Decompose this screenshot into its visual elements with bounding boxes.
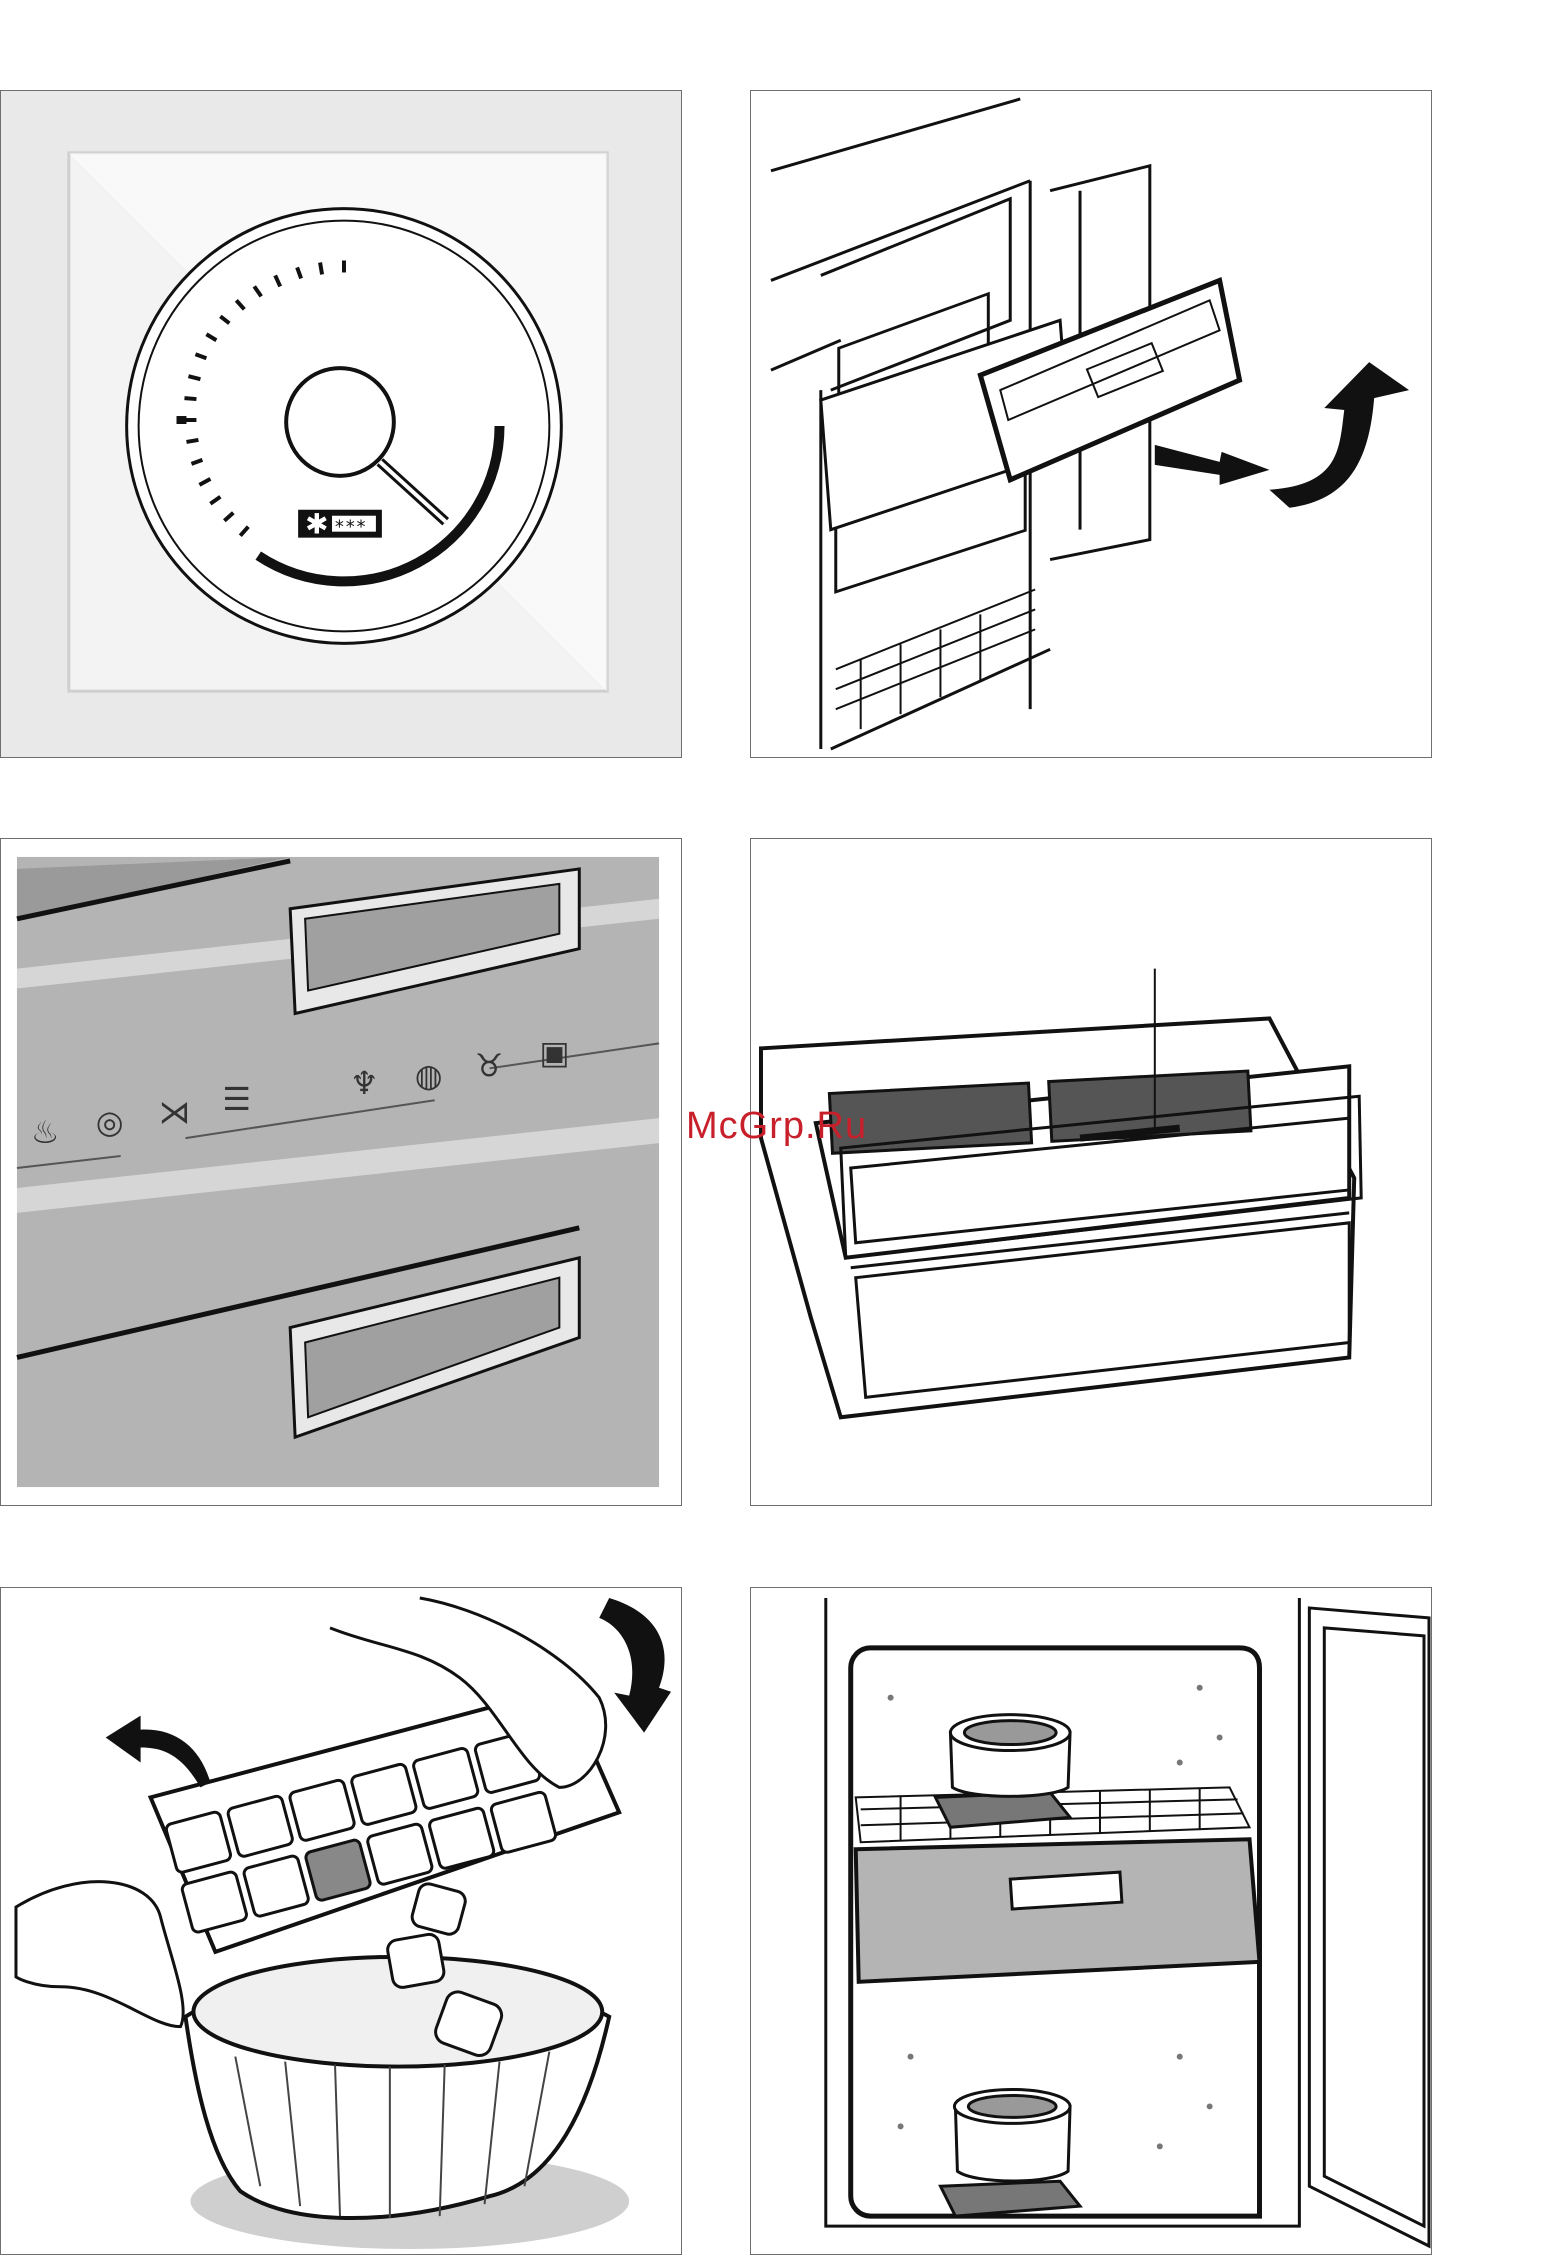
drawer-symbols-illustration: ♨ ◎ ⋊ ☰ ♆ ◍ ♉ ▣: [1, 839, 681, 1505]
pot-upper: [935, 1715, 1070, 1828]
poultry-icon: ♆: [350, 1064, 379, 1102]
drawer-removal-illustration: [751, 91, 1431, 757]
pot-icon: ♨: [31, 1113, 60, 1151]
thermostat-illustration: ✱ ***: [1, 91, 681, 757]
svg-text:***: ***: [334, 517, 366, 538]
sausage-icon: ◎: [96, 1103, 124, 1141]
ice-tray-illustration: [1, 1588, 681, 2254]
arrow-up-curve-icon: [1269, 362, 1409, 508]
panel-drawer-removal: [750, 90, 1432, 758]
three-star-icon: ***: [334, 517, 366, 538]
glass-bowl: [185, 1957, 629, 2249]
panel-ice-cube-tray: [0, 1587, 682, 2255]
bread-icon: ☰: [222, 1080, 251, 1118]
panel-drawer-food-symbols: ♨ ◎ ⋊ ☰ ♆ ◍ ♉ ▣: [0, 838, 682, 1506]
panel-thermostat-dial: ✱ ***: [0, 90, 682, 758]
panel-drawer-with-cold-packs: [750, 838, 1432, 1506]
vegetable-icon: ◍: [415, 1056, 443, 1094]
pot-lower: [940, 2089, 1080, 2216]
freezer-drawer: [856, 1839, 1260, 1982]
ready-meal-icon: ▣: [539, 1033, 569, 1071]
watermark-text: McGrp.Ru: [686, 1105, 867, 1148]
cold-pack-drawer-illustration: [751, 839, 1431, 1505]
arrow-down-curve-icon: [599, 1598, 671, 1733]
goat-icon: ♉: [475, 1046, 504, 1084]
defrost-illustration: [751, 1588, 1431, 2254]
panel-defrost-freezer: [750, 1587, 1432, 2255]
arrow-left-curve-icon: [106, 1716, 211, 1788]
grille: [836, 590, 1035, 730]
arrow-right-icon: [1155, 445, 1270, 485]
svg-text:✱: ✱: [305, 508, 328, 541]
fish-icon: ⋊: [159, 1093, 191, 1131]
